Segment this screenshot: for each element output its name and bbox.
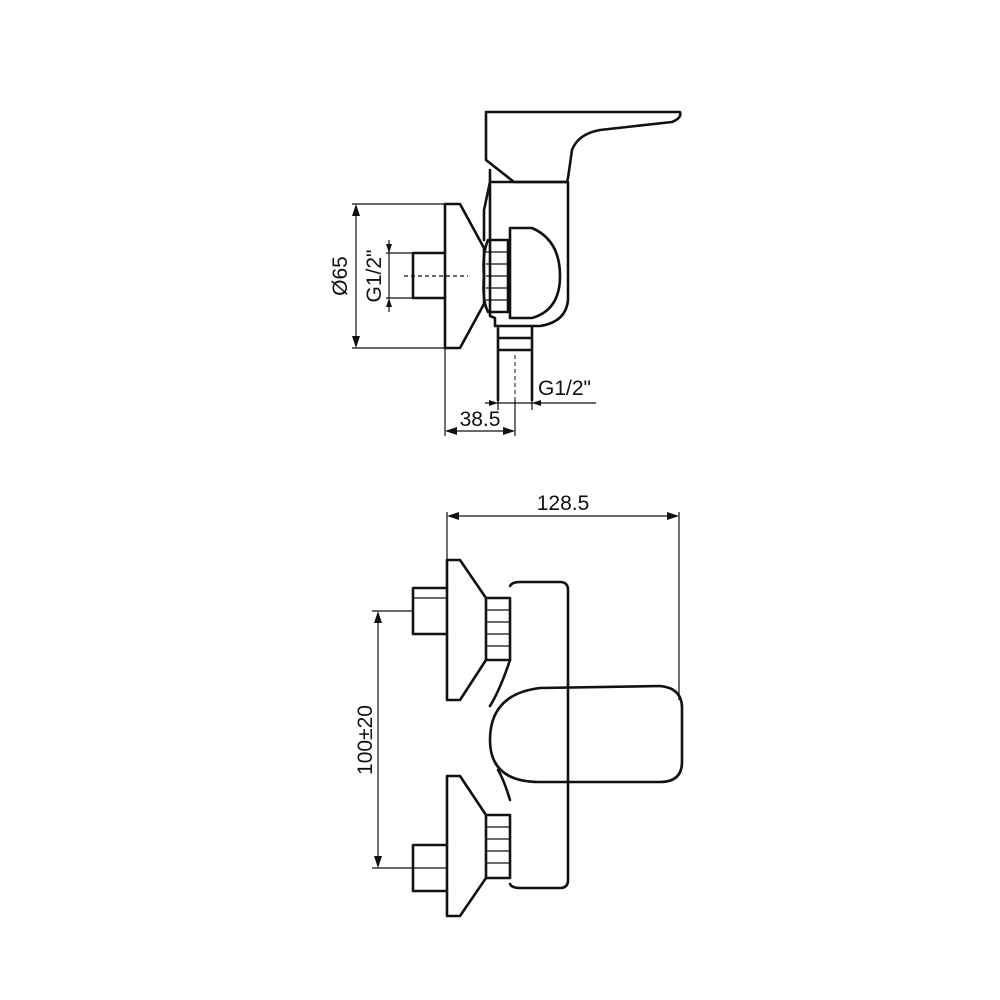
dimension-width: 128.5	[446, 492, 680, 700]
centers-label: 100±20	[354, 705, 377, 775]
front-body-lower-curve	[488, 658, 512, 708]
front-body	[508, 580, 570, 890]
side-outlet-pipe	[496, 324, 534, 402]
dimension-centers: 100±20	[354, 610, 413, 869]
front-lower-inlet	[411, 843, 449, 893]
dimension-diameter: Ø65	[329, 203, 445, 349]
dimension-outlet-thread: G1/2"	[485, 377, 596, 410]
side-body-shoulder	[482, 180, 492, 242]
outlet-thread-label: G1/2"	[538, 377, 591, 400]
dimension-inlet-thread: G1/2"	[363, 240, 413, 312]
side-wall-flange	[443, 202, 486, 350]
front-handle	[488, 684, 684, 784]
front-upper-inlet	[411, 586, 449, 636]
front-body-upper-curve	[496, 768, 512, 802]
front-upper-nut	[484, 596, 512, 662]
side-body	[488, 180, 570, 328]
front-lower-flange	[445, 774, 488, 918]
side-outlet-boss	[508, 226, 562, 320]
width-label: 128.5	[537, 492, 590, 515]
side-handle	[484, 110, 682, 184]
dimension-depth: 38.5	[444, 348, 516, 436]
depth-label: 38.5	[460, 408, 501, 431]
front-upper-flange	[445, 558, 488, 702]
front-view	[411, 558, 684, 918]
inlet-thread-label: G1/2"	[363, 250, 386, 303]
front-lower-nut	[484, 813, 512, 880]
diameter-label: Ø65	[329, 256, 352, 296]
